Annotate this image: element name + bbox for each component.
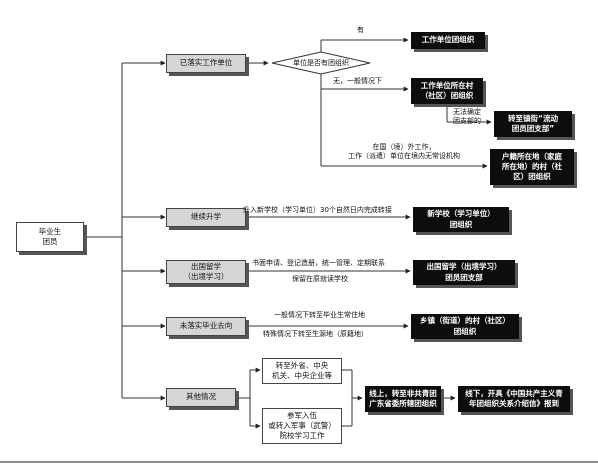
outcome-township-org: 乡镇（街道）的村（社区） 团组织 bbox=[411, 314, 519, 339]
box-military: 参军入伍 或转入军事（武警） 院校学习工作 bbox=[262, 408, 342, 444]
box-other-provinces: 转至外省、中央 机关、中央企业等 bbox=[262, 358, 342, 384]
decision-has-league-org: 单位是否有团组织 bbox=[293, 59, 349, 67]
branch-unsettled: 未落实毕业去向 bbox=[166, 317, 246, 336]
root-node: 毕业生 团员 bbox=[16, 222, 84, 252]
label-transfer-30-days: 升入新学校（学习单位）30个自然日内完成转接 bbox=[243, 206, 392, 214]
label-yes: 有 bbox=[357, 26, 364, 34]
branch-other: 其他情况 bbox=[166, 388, 236, 407]
label-residence: 一般情况下转至毕业生常住地 bbox=[274, 311, 365, 319]
label-cannot-determine: 无法确定 团支部的 bbox=[453, 108, 481, 126]
outcome-abroad-branch: 出国留学（出境学习） 团员团支部 bbox=[413, 260, 515, 285]
branch-further-study: 继续升学 bbox=[166, 208, 246, 227]
label-abroad-work: 在国（境）外工作， 工作（派遣）单位在境内无常设机构 bbox=[348, 143, 460, 161]
branch-employed: 已落实工作单位 bbox=[166, 54, 246, 73]
outcome-online-transfer: 线上，转至非共青团 广东省委所辖团组织 bbox=[365, 386, 441, 412]
outcome-household-registration-org: 户籍所在地（家庭 所在地）的村（社 区）团组织 bbox=[490, 149, 574, 185]
outcome-mobile-league-branch: 转至镇街“流动 团员团支部” bbox=[494, 111, 572, 137]
label-origin: 特殊情况下转至生源地（原籍地） bbox=[263, 330, 368, 338]
outcome-offline-letter: 线下，开具《中国共产主义青 年团组织关系介绍信》报到 bbox=[458, 386, 570, 412]
outcome-village-community-org: 工作单位所在村 （社区）团组织 bbox=[411, 78, 483, 104]
outcome-new-school-org: 新学校（学习单位） 团组织 bbox=[413, 207, 509, 232]
branch-study-abroad: 出国留学 （出境学习） bbox=[166, 260, 246, 284]
outcome-employer-org: 工作单位团组织 bbox=[411, 32, 485, 49]
label-registration: 书面申请、登记造册，统一管理、定期联系 bbox=[252, 259, 385, 267]
label-keep-at-school: 保留在原就读学校 bbox=[292, 275, 348, 283]
label-no-general: 无，一般情况下 bbox=[333, 77, 382, 85]
